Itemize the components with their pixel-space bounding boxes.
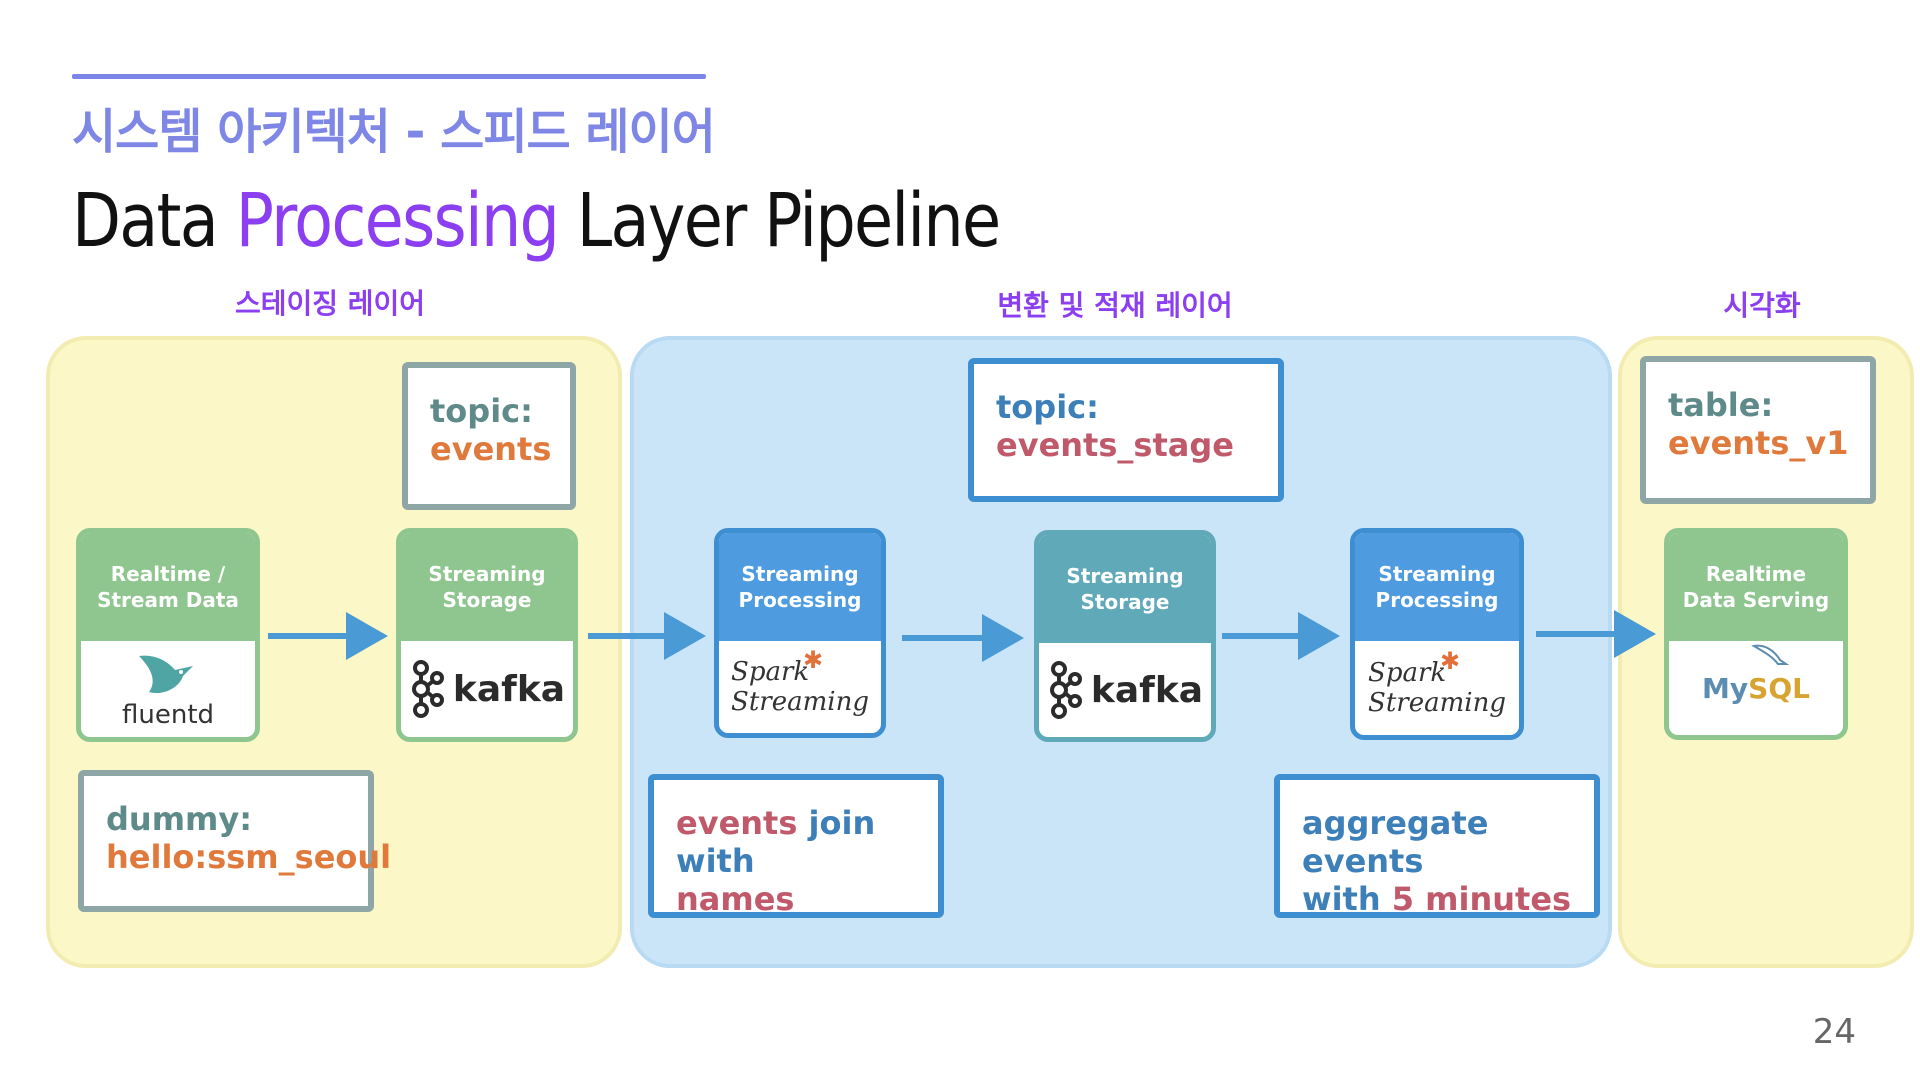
note-value: hello:ssm_seoul bbox=[106, 838, 392, 876]
spark-star-icon: ✱ bbox=[803, 646, 824, 674]
kafka-icon bbox=[1049, 661, 1082, 719]
component-header: Realtime /Stream Data bbox=[81, 533, 255, 641]
spark-streaming-text: Streaming bbox=[1368, 688, 1506, 718]
slide-title: Data Processing Layer Pipeline bbox=[72, 178, 1001, 264]
note-aggregate-minutes: 5 minutes bbox=[1391, 880, 1572, 918]
note-dummy: dummy: hello:ssm_seoul bbox=[78, 770, 392, 912]
mysql-logo-sql: SQL bbox=[1748, 671, 1810, 705]
note-key: topic: bbox=[430, 392, 533, 430]
section-label-transform: 변환 및 적재 레이어 bbox=[997, 289, 1233, 322]
kafka-logo-text: kafka bbox=[1090, 669, 1204, 711]
note-table: table: events_v1 bbox=[1640, 356, 1876, 504]
note-aggregate: aggregate events with 5 minutes bbox=[1274, 774, 1600, 918]
fluentd-bird-icon bbox=[139, 655, 193, 694]
spark-star-icon: ✱ bbox=[1440, 647, 1461, 675]
spark-logo-text: Spark bbox=[1368, 658, 1447, 688]
note-join: events join with names bbox=[648, 774, 944, 918]
component-stream-source: Realtime /Stream Data fluentd bbox=[76, 528, 260, 742]
note-aggregate-line1: aggregate events bbox=[1302, 804, 1489, 880]
title-part-processing: Processing bbox=[235, 178, 560, 264]
page-number: 24 bbox=[1812, 1012, 1856, 1052]
note-value: events_stage bbox=[996, 426, 1234, 464]
note-value: events_v1 bbox=[1668, 424, 1849, 462]
note-topic-events: topic: events bbox=[402, 362, 576, 510]
spark-streaming-text: Streaming bbox=[731, 687, 869, 717]
note-topic-events-stage: topic: events_stage bbox=[968, 358, 1284, 502]
fluentd-logo-text: fluentd bbox=[121, 700, 215, 730]
mysql-dolphin-icon bbox=[1751, 644, 1790, 665]
title-part-rest: Layer Pipeline bbox=[576, 178, 1001, 264]
section-label-visualization: 시각화 bbox=[1723, 289, 1801, 322]
section-label-staging: 스테이징 레이어 bbox=[234, 287, 426, 320]
note-join-events: events bbox=[676, 804, 798, 842]
mysql-logo-my: My bbox=[1702, 671, 1749, 705]
kafka-logo-text: kafka bbox=[452, 668, 566, 710]
note-key: dummy: bbox=[106, 800, 253, 838]
note-value: events bbox=[430, 430, 552, 468]
title-part-data: Data bbox=[72, 178, 219, 264]
spark-logo-text: Spark bbox=[731, 657, 810, 687]
top-rule bbox=[72, 74, 706, 79]
note-join-with: join with bbox=[676, 804, 876, 880]
kafka-icon bbox=[411, 660, 444, 718]
note-key: topic: bbox=[996, 388, 1099, 426]
note-key: table: bbox=[1668, 386, 1774, 424]
note-join-names: names bbox=[676, 880, 795, 918]
note-aggregate-with: with bbox=[1302, 880, 1392, 918]
slide-kicker: 시스템 아키텍처 - 스피드 레이어 bbox=[72, 104, 716, 160]
